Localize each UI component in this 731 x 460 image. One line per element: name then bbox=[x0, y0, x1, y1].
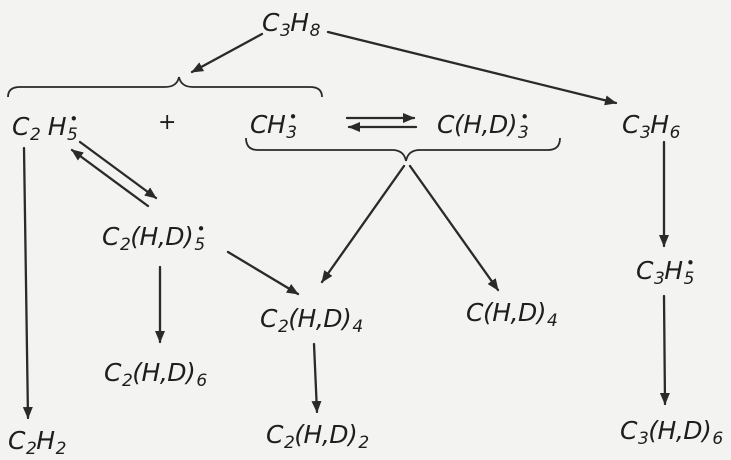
exchange-forward bbox=[78, 140, 158, 200]
arrow-propane-to-radicals bbox=[190, 32, 264, 74]
node-propylene: C3H6 bbox=[622, 110, 680, 143]
exchange-backward bbox=[70, 148, 150, 208]
node-ethylene-d: C2(H,D)4 bbox=[260, 304, 363, 337]
node-ethane-d: C2(H,D)6 bbox=[104, 358, 207, 391]
arrow-allyl-to-propylene-d bbox=[659, 294, 670, 406]
node-acetylene-d: C2(H,D)2 bbox=[266, 420, 369, 453]
node-acetylene: C2H2 bbox=[8, 426, 66, 459]
bottom-brace bbox=[245, 137, 561, 162]
arrow-methyl-to-ethylene-d bbox=[320, 164, 406, 284]
arrow-ethyl-d-to-ethylene-d bbox=[226, 250, 300, 296]
node-allyl-radical: C3H5• bbox=[636, 254, 695, 289]
node-ethyl-d-radical: C2(H,D)5• bbox=[102, 220, 206, 255]
arrow-propane-to-propylene bbox=[326, 30, 618, 106]
node-ethyl-radical: C2 H5• bbox=[12, 110, 78, 145]
node-methyl-radical: CH3• bbox=[250, 108, 297, 143]
plus-sign: + bbox=[158, 110, 177, 135]
node-methyl-d-radical: C(H,D)3• bbox=[437, 108, 529, 143]
node-methane-d: C(H,D)4 bbox=[466, 298, 558, 331]
top-brace bbox=[7, 76, 323, 98]
node-propylene-d: C3(H,D)6 bbox=[620, 416, 723, 449]
arrow-ethyl-to-acetylene bbox=[22, 146, 33, 420]
arrow-methyl-to-methane-d bbox=[408, 164, 500, 292]
node-propane: C3H8 bbox=[262, 8, 320, 41]
arrow-ethylene-d-to-acetylene-d bbox=[311, 342, 322, 414]
